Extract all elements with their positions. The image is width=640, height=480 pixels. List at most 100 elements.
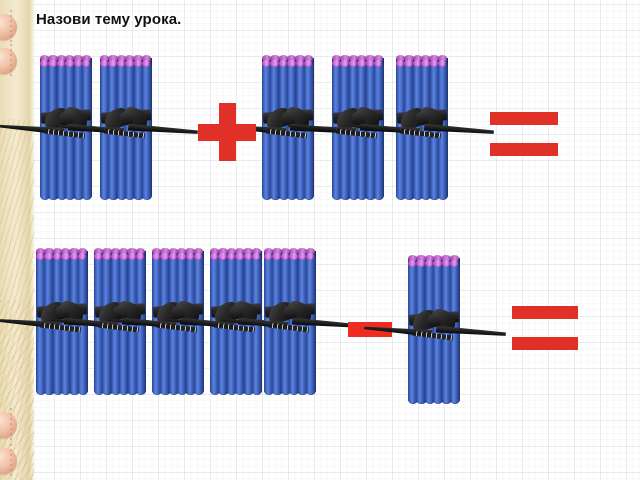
pencil-cap xyxy=(141,55,151,62)
pencil-cap xyxy=(278,60,288,67)
pencil-cap xyxy=(108,55,118,62)
pencil-bundle-icon xyxy=(262,52,314,200)
notebook-perforation xyxy=(10,408,12,442)
pencil-stick xyxy=(374,63,384,200)
pencil-cap xyxy=(424,260,434,267)
pencil-cap xyxy=(69,248,79,255)
pencil-cap xyxy=(437,55,447,62)
pencil-bundle-icon xyxy=(408,252,460,404)
notebook-perforation xyxy=(10,44,12,78)
pencil-bundle-icon xyxy=(264,245,316,395)
pencil-cap xyxy=(168,253,178,260)
pencil-cap xyxy=(365,60,375,67)
notebook-left-edge xyxy=(0,0,34,480)
pencil-cap xyxy=(125,55,135,62)
pencil-cap xyxy=(373,55,383,62)
pencil-cap xyxy=(94,253,103,260)
pencil-cap xyxy=(135,248,145,255)
pencil-cap xyxy=(65,60,74,67)
pencil-cap xyxy=(295,55,305,62)
equals-bar-2 xyxy=(512,337,578,350)
ribbon-knot xyxy=(229,305,244,320)
pencil-stick xyxy=(69,256,80,395)
pencil-cap xyxy=(110,253,120,260)
pencil-cap xyxy=(177,248,187,255)
pencil-cap xyxy=(433,255,443,262)
pencil-cap xyxy=(142,60,151,67)
pencil-cap xyxy=(36,248,46,255)
pencil-cap xyxy=(40,55,50,62)
pencil-cap xyxy=(421,60,430,67)
pencil-cap xyxy=(119,248,129,255)
pencil-stick xyxy=(297,256,308,395)
pencil-cap xyxy=(218,253,227,260)
pencil-cap xyxy=(412,60,422,67)
pencil-cap xyxy=(304,60,313,67)
pencil-cap xyxy=(251,248,261,255)
pencil-cap xyxy=(243,253,253,260)
pencil-cap xyxy=(116,60,126,67)
pencil-stick xyxy=(185,256,196,395)
pencil-cap xyxy=(73,55,83,62)
pencil-cap xyxy=(82,60,91,67)
pencil-cap xyxy=(36,253,45,260)
ribbon-knot xyxy=(59,111,74,126)
pencil-stick xyxy=(243,256,254,395)
pencil-cap xyxy=(94,248,104,255)
pencil-cap xyxy=(262,55,272,62)
pencil-cap xyxy=(226,248,236,255)
pencil-cap xyxy=(102,253,111,260)
pencil-cap xyxy=(408,260,417,267)
pencil-cap xyxy=(152,253,161,260)
pencil-cap xyxy=(160,253,169,260)
pencil-cap xyxy=(168,248,178,255)
pencil-cap xyxy=(235,253,244,260)
pencil-cap xyxy=(374,60,383,67)
pencil-cap xyxy=(48,55,58,62)
pencil-cap xyxy=(177,253,186,260)
pencil-cap xyxy=(262,60,271,67)
pencil-cap xyxy=(365,55,375,62)
pencil-stick xyxy=(133,63,144,200)
pencil-cap xyxy=(133,55,143,62)
pencil-stick xyxy=(295,63,306,200)
pencil-cap xyxy=(127,253,137,260)
pencil-cap xyxy=(243,248,253,255)
pencil-cap xyxy=(116,55,126,62)
pencil-cap xyxy=(297,248,307,255)
pencil-cap xyxy=(404,55,414,62)
pencil-cap xyxy=(125,60,134,67)
pencil-cap xyxy=(424,255,434,262)
pencil-cap xyxy=(48,60,57,67)
pencil-stick xyxy=(441,263,452,404)
notebook-ring-icon xyxy=(0,412,17,438)
ribbon-knot xyxy=(113,305,128,320)
pencil-cap xyxy=(421,55,431,62)
pencil-cap xyxy=(287,60,296,67)
pencil-cap xyxy=(357,55,367,62)
pencil-cap xyxy=(210,248,220,255)
page-title: Назови тему урока. xyxy=(36,11,182,28)
pencil-cap xyxy=(280,248,290,255)
pencil-cap xyxy=(61,248,71,255)
pencil-cap xyxy=(396,60,405,67)
pencil-cap xyxy=(210,253,219,260)
pencil-cap xyxy=(226,253,236,260)
pencil-cap xyxy=(52,248,62,255)
pencil-cap xyxy=(441,255,451,262)
pencil-stick xyxy=(429,63,440,200)
pencil-cap xyxy=(264,253,273,260)
pencil-cap xyxy=(280,253,290,260)
pencil-bundle-icon xyxy=(396,52,448,200)
pencil-cap xyxy=(295,60,305,67)
plus-vertical-bar xyxy=(218,103,236,161)
pencil-cap xyxy=(289,248,299,255)
notebook-perforation xyxy=(10,444,12,478)
pencil-cap xyxy=(100,55,110,62)
pencil-cap xyxy=(449,255,459,262)
pencil-stick xyxy=(365,63,376,200)
equals-bar-2 xyxy=(490,143,558,156)
pencil-stick xyxy=(136,256,146,395)
pencil-cap xyxy=(416,255,426,262)
